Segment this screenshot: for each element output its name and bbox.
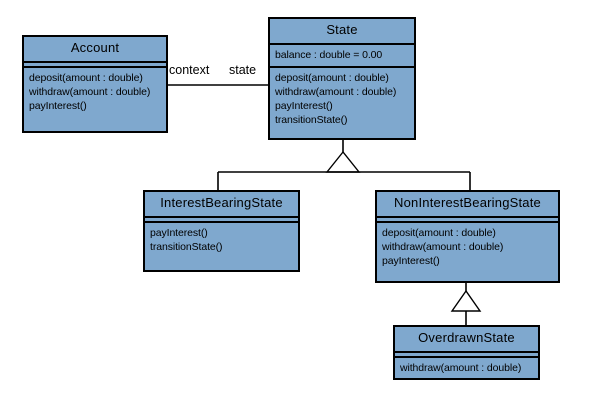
uml-class-name-interest-bearing-state: InterestBearingState: [160, 195, 283, 210]
uml-separator-ibs-1: [145, 215, 298, 218]
uml-operation: withdraw(amount : double): [400, 361, 522, 374]
uml-operation: payInterest(): [29, 99, 87, 112]
uml-separator-state-2: [270, 65, 414, 68]
uml-separator-nibs-1: [377, 215, 558, 218]
uml-operation: transitionState(): [275, 113, 348, 126]
uml-class-name-account: Account: [70, 40, 120, 55]
generalization-state-subclasses: [217, 140, 471, 190]
uml-class-non-interest-bearing-state[interactable]: NonInterestBearingState deposit(amount :…: [375, 190, 560, 283]
uml-class-name-overdrawn-state: OverdrawnState: [418, 330, 515, 345]
uml-operations-account: deposit(amount : double) withdraw(amount…: [24, 68, 166, 117]
uml-separator-account-2: [24, 65, 166, 68]
uml-operations-non-interest-bearing-state: deposit(amount : double) withdraw(amount…: [377, 223, 558, 272]
uml-operation: withdraw(amount : double): [275, 85, 397, 98]
association-role-state: state: [229, 63, 257, 77]
uml-class-overdrawn-state[interactable]: OverdrawnState withdraw(amount : double): [393, 325, 540, 380]
uml-class-account[interactable]: Account deposit(amount : double) withdra…: [22, 35, 168, 133]
uml-operation: transitionState(): [150, 240, 223, 253]
uml-separator-nibs-2: [377, 220, 558, 223]
uml-separator-account-1: [24, 60, 166, 63]
uml-class-interest-bearing-state[interactable]: InterestBearingState payInterest() trans…: [143, 190, 300, 272]
uml-operation: deposit(amount : double): [382, 226, 496, 239]
uml-separator-ibs-2: [145, 220, 298, 223]
generalization-overdrawn-noninterest: [450, 283, 482, 325]
uml-operation: withdraw(amount : double): [382, 240, 504, 253]
uml-operation: payInterest(): [275, 99, 333, 112]
uml-operations-interest-bearing-state: payInterest() transitionState(): [145, 223, 298, 258]
uml-operations-overdrawn-state: withdraw(amount : double): [395, 358, 538, 379]
uml-separator-os-1: [395, 350, 538, 353]
uml-operation: deposit(amount : double): [29, 71, 143, 84]
uml-attributes-state: balance : double = 0.00: [270, 45, 414, 66]
uml-operation: payInterest(): [382, 254, 440, 267]
association-role-context: context: [169, 63, 210, 77]
uml-separator-os-2: [395, 355, 538, 358]
uml-operation: withdraw(amount : double): [29, 85, 151, 98]
uml-operations-state: deposit(amount : double) withdraw(amount…: [270, 68, 414, 131]
uml-attribute: balance : double = 0.00: [275, 48, 383, 61]
uml-operation: deposit(amount : double): [275, 71, 389, 84]
uml-separator-state-1: [270, 42, 414, 45]
uml-class-name-non-interest-bearing-state: NonInterestBearingState: [394, 195, 541, 210]
uml-class-state[interactable]: State balance : double = 0.00 deposit(am…: [268, 17, 416, 140]
uml-class-name-state: State: [326, 22, 358, 37]
uml-operation: payInterest(): [150, 226, 208, 239]
